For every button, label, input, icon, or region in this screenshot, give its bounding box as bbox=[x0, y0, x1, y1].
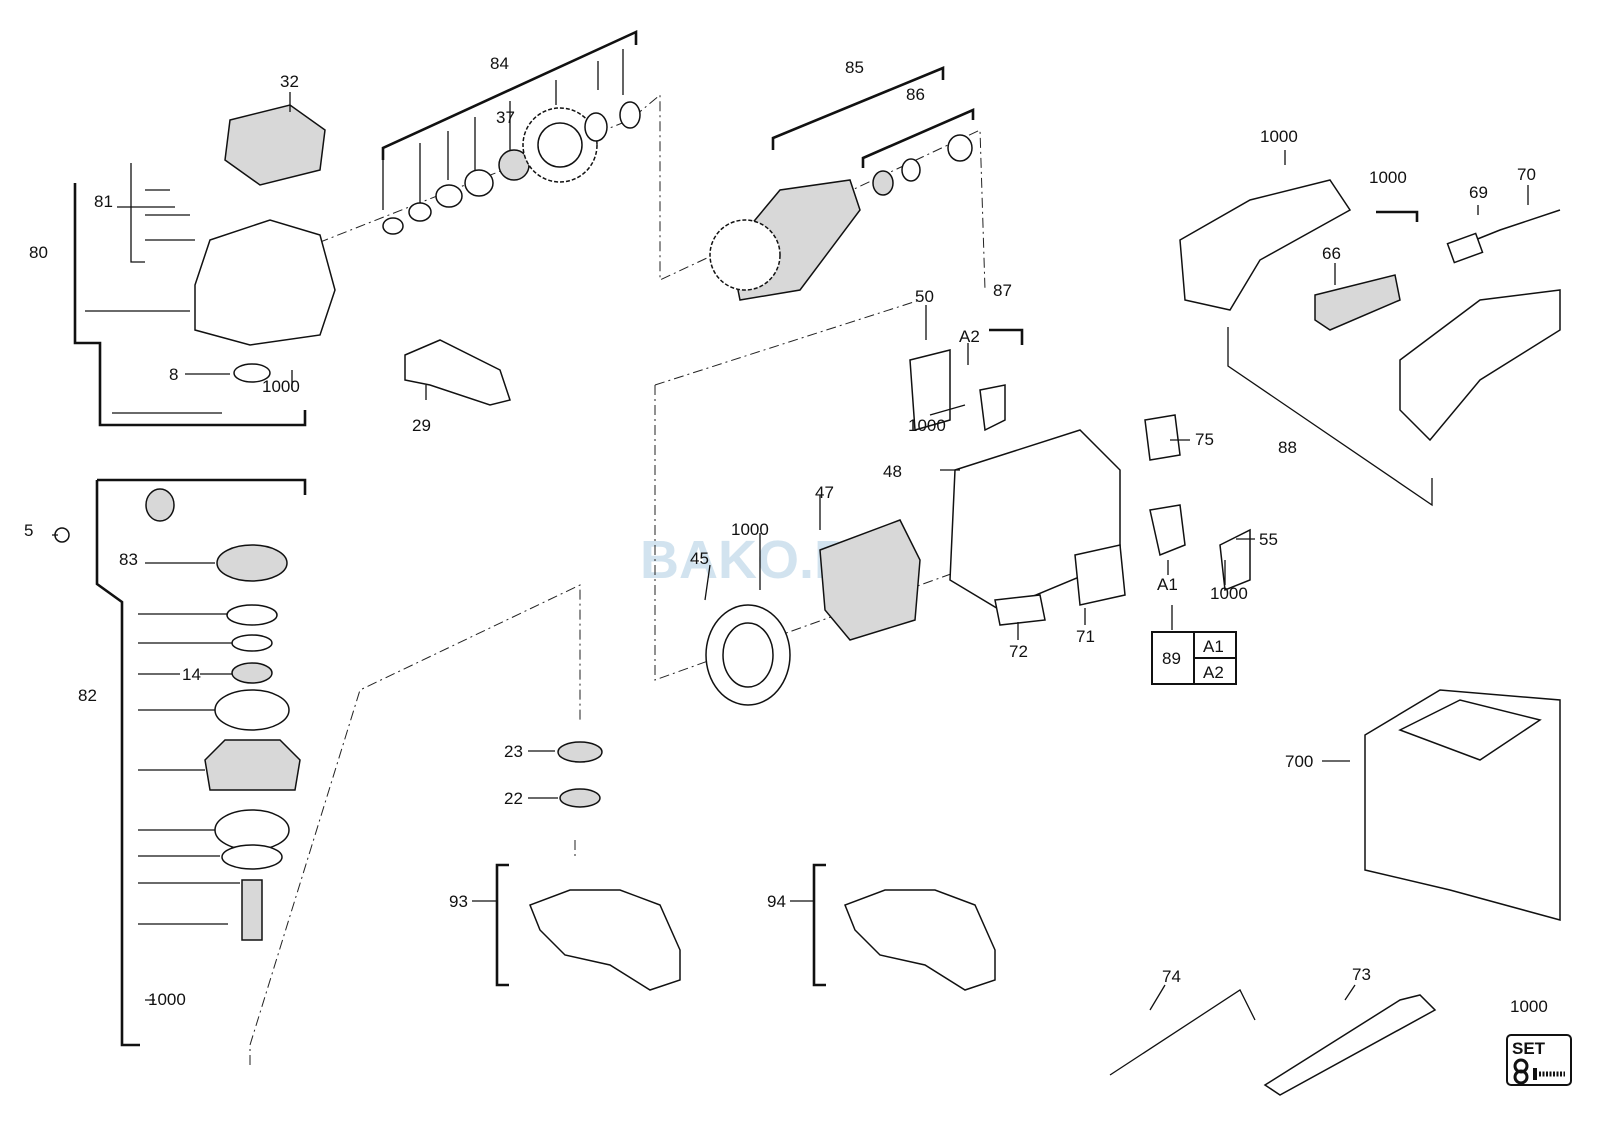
nut-22 bbox=[559, 788, 601, 808]
case-700 bbox=[1364, 689, 1561, 921]
label-47: 47 bbox=[815, 483, 834, 502]
label-71 bbox=[1074, 544, 1126, 606]
part-labels: 32 84 37 85 86 1000 1000 70 69 66 81 80 … bbox=[24, 54, 1548, 1016]
label-1000: 1000 bbox=[148, 990, 186, 1009]
guard-93 bbox=[529, 889, 681, 991]
label-1000: 1000 bbox=[731, 520, 769, 539]
label-32: 32 bbox=[280, 72, 299, 91]
label-73: 73 bbox=[1352, 965, 1371, 984]
pinion-83a bbox=[145, 488, 175, 522]
gear-housing bbox=[194, 219, 336, 346]
label-1000: 1000 bbox=[1510, 997, 1548, 1016]
label-22: 22 bbox=[504, 789, 523, 808]
label-14: 14 bbox=[182, 665, 201, 684]
label-29: 29 bbox=[412, 416, 431, 435]
handle-half-2 bbox=[1399, 289, 1561, 442]
kit-id: 89 bbox=[1162, 649, 1181, 668]
label-1000: 1000 bbox=[1260, 127, 1298, 146]
label-70: 70 bbox=[1517, 165, 1536, 184]
spindle bbox=[241, 879, 263, 941]
label-71: 71 bbox=[1076, 627, 1095, 646]
electronics-75 bbox=[1144, 414, 1181, 461]
kit-item: A1 bbox=[1203, 637, 1224, 656]
brackets bbox=[73, 29, 1433, 1047]
leader-lines bbox=[52, 92, 1529, 1011]
bearing-8 bbox=[233, 363, 271, 383]
brush-cover-55 bbox=[1219, 528, 1251, 592]
label-72: 72 bbox=[1009, 642, 1028, 661]
label-1000: 1000 bbox=[1369, 168, 1407, 187]
spanner-73 bbox=[1263, 994, 1437, 1096]
label-700: 700 bbox=[1285, 752, 1313, 771]
label-23: 23 bbox=[504, 742, 523, 761]
kit-item: A2 bbox=[1203, 663, 1224, 682]
label-94: 94 bbox=[767, 892, 786, 911]
label-93: 93 bbox=[449, 892, 468, 911]
label-75: 75 bbox=[1195, 430, 1214, 449]
label-69: 69 bbox=[1469, 183, 1488, 202]
label-87: 87 bbox=[993, 281, 1012, 300]
hex-key-74 bbox=[1109, 989, 1256, 1076]
label-86: 86 bbox=[906, 85, 925, 104]
gear-83 bbox=[216, 544, 288, 582]
screw-icon bbox=[1533, 1068, 1537, 1080]
brush-holder bbox=[979, 384, 1006, 432]
label-80: 80 bbox=[29, 243, 48, 262]
gear-head-cover bbox=[224, 104, 326, 186]
label-82: 82 bbox=[78, 686, 97, 705]
label-8: 8 bbox=[169, 365, 178, 384]
handle-half bbox=[1179, 179, 1352, 311]
label-55: 55 bbox=[1259, 530, 1278, 549]
label-5: 5 bbox=[24, 521, 33, 540]
label-48: 48 bbox=[883, 462, 902, 481]
set-label: SET bbox=[1512, 1039, 1546, 1058]
label-84: 84 bbox=[490, 54, 509, 73]
label-66: 66 bbox=[1322, 244, 1341, 263]
label-a1: A1 bbox=[1157, 575, 1178, 594]
set-badge: SET bbox=[1506, 1034, 1572, 1086]
label-88: 88 bbox=[1278, 438, 1297, 457]
guard-94 bbox=[844, 889, 996, 991]
label-1000: 1000 bbox=[1210, 584, 1248, 603]
label-72 bbox=[994, 594, 1046, 626]
stator-47 bbox=[819, 519, 921, 641]
label-50: 50 bbox=[915, 287, 934, 306]
bearing-14 bbox=[231, 662, 273, 684]
label-74: 74 bbox=[1162, 967, 1181, 986]
flange bbox=[204, 739, 301, 791]
label-45: 45 bbox=[690, 549, 709, 568]
kit-table-89: 89 A1 A2 bbox=[1151, 631, 1237, 685]
brush-cover-50 bbox=[909, 349, 951, 431]
label-85: 85 bbox=[845, 58, 864, 77]
label-1000: 1000 bbox=[262, 377, 300, 396]
parts bbox=[54, 101, 1561, 1096]
label-81: 81 bbox=[94, 192, 113, 211]
side-handle bbox=[404, 339, 511, 406]
label-a2: A2 bbox=[959, 327, 980, 346]
strain-relief-69 bbox=[1446, 232, 1484, 264]
label-37: 37 bbox=[496, 108, 515, 127]
switch-66 bbox=[1314, 274, 1401, 331]
label-1000: 1000 bbox=[908, 416, 946, 435]
flange-23 bbox=[557, 741, 603, 763]
label-83: 83 bbox=[119, 550, 138, 569]
